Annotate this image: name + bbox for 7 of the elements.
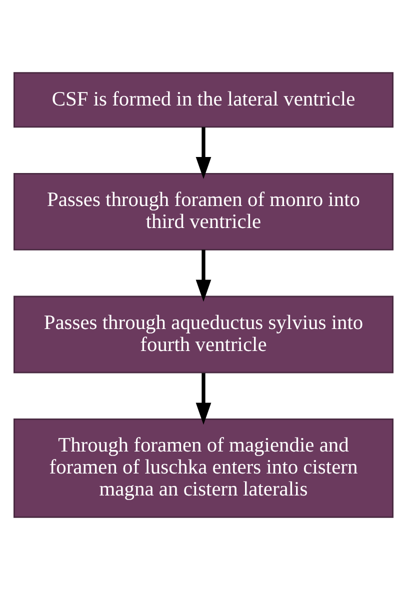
node-box: Passes through aqueductus sylvius into fourth ventricle <box>14 295 394 373</box>
arrow <box>196 249 212 302</box>
node-box: CSF is formed in the lateral ventricle <box>14 72 394 128</box>
node-box: Through foramen of magiendie and foramen of luschka enters into cistern magna an cistern lateralis <box>14 418 394 518</box>
arrow <box>196 126 212 179</box>
arrow <box>196 372 212 424</box>
node-box: Passes through foramen of monro into third ventricle <box>14 172 394 250</box>
